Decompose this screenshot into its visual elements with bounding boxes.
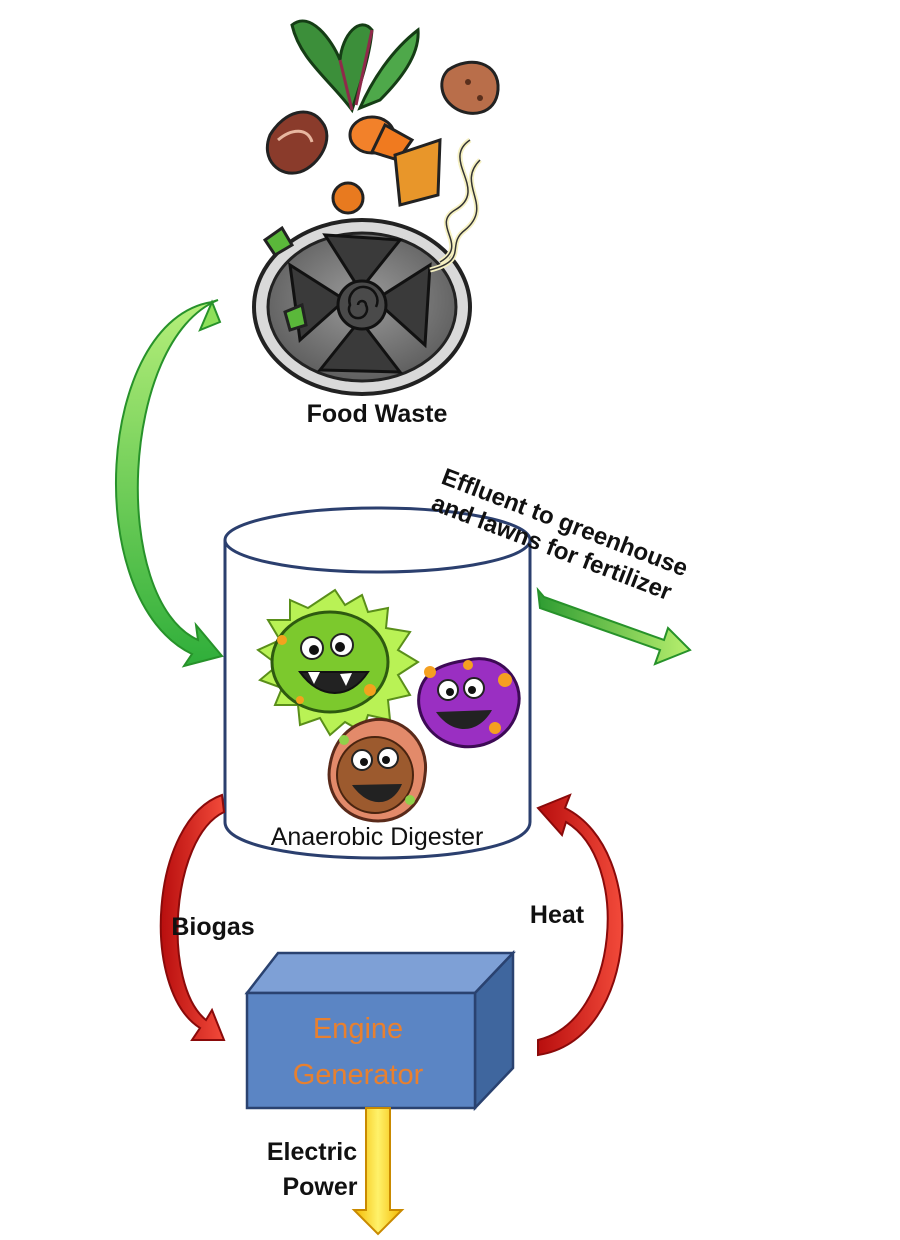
lettuce-icon — [262, 225, 295, 258]
cheese-icon — [393, 137, 442, 207]
heat-label: Heat — [530, 901, 585, 929]
bacon-icon — [265, 110, 329, 175]
electric-label-line1: Electric — [267, 1138, 357, 1166]
food-waste-illustration — [252, 19, 500, 396]
purple-microbe-icon — [417, 657, 521, 749]
beet-leaves-icon — [290, 19, 420, 114]
electric-label-line2: Power — [282, 1173, 357, 1201]
lettuce-icon — [283, 302, 308, 332]
engine-generator-box: Engine Generator — [244, 949, 516, 1112]
noodles-icon — [429, 137, 482, 273]
orange-slice-icon — [331, 181, 365, 215]
green-microbe-icon — [256, 588, 420, 737]
potato-icon — [440, 60, 500, 115]
heat-arrow — [536, 793, 624, 1057]
electric-power-arrow — [351, 1107, 405, 1236]
engine-label-line2: Generator — [293, 1059, 424, 1091]
engine-label-line1: Engine — [313, 1013, 403, 1045]
brown-microbe-icon — [327, 717, 428, 823]
biogas-label: Biogas — [171, 913, 254, 941]
digester-label: Anaerobic Digester — [271, 823, 484, 851]
food-waste-label: Food Waste — [307, 400, 448, 428]
effluent-arrow — [536, 586, 692, 666]
input-arrow — [115, 299, 224, 668]
garbage-disposal-icon — [252, 218, 472, 396]
biogas-arrow — [159, 793, 226, 1041]
